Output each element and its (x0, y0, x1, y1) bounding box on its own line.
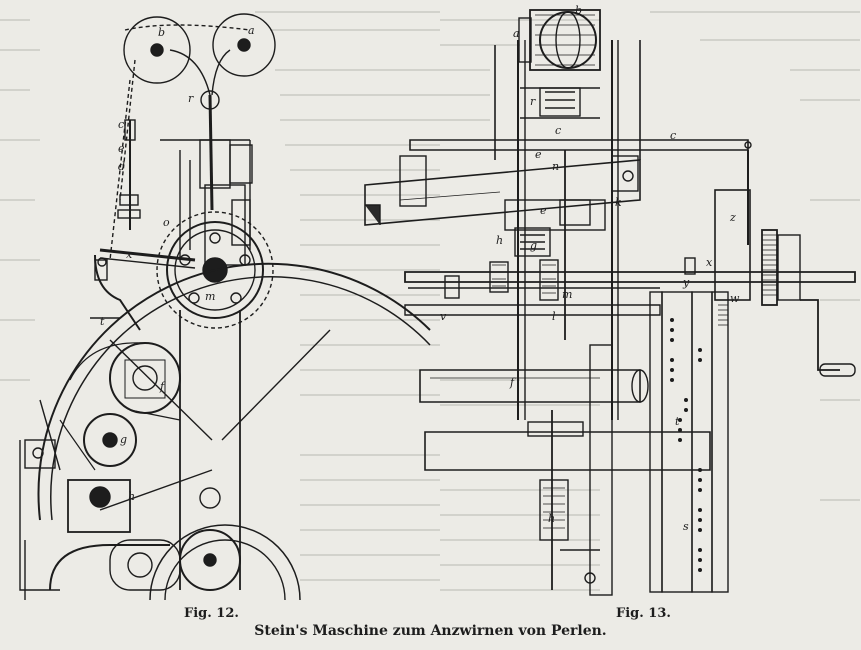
label-h2: h (548, 512, 555, 525)
label-t: t (100, 315, 105, 328)
fig12-letter-labels: b a r c e d o x m t f g h (100, 24, 255, 503)
gear-m (166, 221, 264, 319)
label-w: w (730, 292, 740, 305)
yoke-bracket (169, 49, 231, 96)
label-b: b (575, 4, 582, 17)
label-d: d (118, 160, 125, 173)
label-t: t (675, 415, 680, 428)
label-l: l (552, 310, 556, 323)
label-x: x (706, 256, 713, 269)
label-k: k (615, 196, 622, 209)
guide-roller-r (200, 90, 220, 110)
plate-title: Stein's Maschine zum Anzwirnen von Perle… (254, 623, 607, 639)
label-c: c (118, 118, 124, 131)
label-h: h (496, 234, 503, 247)
label-e: e (118, 142, 125, 155)
label-e2: e (540, 204, 547, 217)
label-r: r (188, 92, 194, 105)
label-m: m (205, 290, 215, 303)
label-v: v (440, 310, 447, 323)
label-f: f (509, 376, 516, 389)
spool-hub-b (150, 43, 164, 57)
fig13-letter-labels: a b r c c e e n h k g x z y w v l m f h … (440, 4, 740, 533)
spool-disc-b (123, 16, 191, 84)
fig12-caption: Fig. 12. (184, 606, 239, 621)
label-b: b (158, 26, 165, 39)
label-o: o (163, 216, 170, 229)
label-a: a (248, 24, 255, 37)
label-e: e (535, 148, 542, 161)
label-s: s (683, 520, 689, 533)
label-x: x (126, 248, 133, 261)
label-g: g (120, 433, 127, 446)
label-z: z (729, 211, 736, 224)
label-n: n (552, 160, 559, 173)
label-c: c (555, 124, 561, 137)
flywheel-rim (37, 262, 431, 521)
fig12-drawing (19, 13, 431, 601)
bleed-through-text (0, 11, 860, 591)
label-m: m (562, 288, 572, 301)
label-r: r (530, 95, 536, 108)
label-g: g (530, 239, 537, 252)
label-f: f (159, 380, 166, 393)
label-a: a (513, 27, 520, 40)
fig13-drawing (364, 9, 856, 596)
label-c2: c (670, 129, 676, 142)
label-y: y (682, 276, 690, 289)
spool-hub-a (237, 38, 251, 52)
spool-disc-a (212, 13, 276, 77)
label-h: h (128, 490, 135, 503)
vertical-shaft (208, 94, 214, 211)
fig13-caption: Fig. 13. (616, 606, 671, 621)
